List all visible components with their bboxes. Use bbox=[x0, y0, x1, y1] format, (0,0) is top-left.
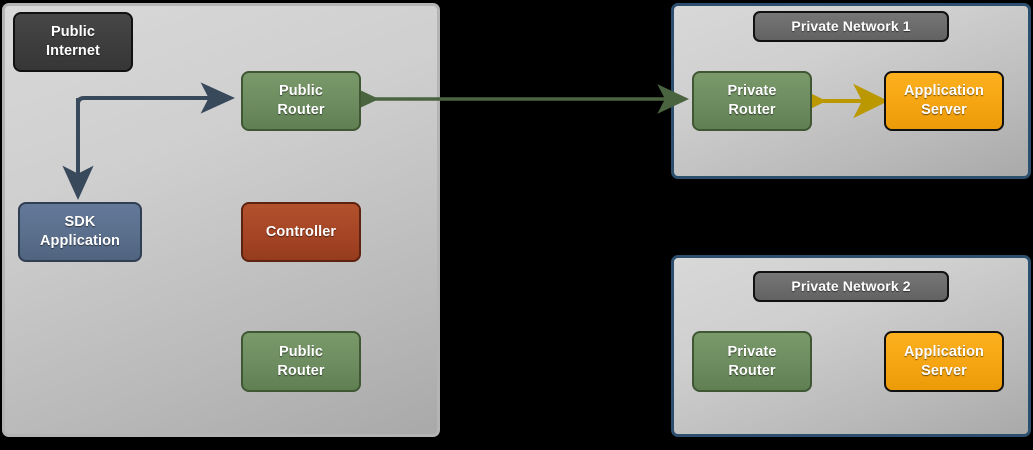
zone-label-private-network-2: Private Network 2 bbox=[753, 271, 949, 302]
node-pn2-private-router-label: Private Router bbox=[727, 343, 777, 379]
node-pn1-private-router[interactable]: Private Router bbox=[692, 71, 812, 131]
node-public-internet[interactable]: Public Internet bbox=[13, 12, 133, 72]
node-public-router-bottom[interactable]: Public Router bbox=[241, 331, 361, 392]
node-sdk-application[interactable]: SDK Application bbox=[18, 202, 142, 262]
node-pn2-application-server-label: Application Server bbox=[903, 343, 985, 379]
node-pn1-application-server[interactable]: Application Server bbox=[884, 71, 1004, 131]
zone-label-private-network-2-text: Private Network 2 bbox=[791, 277, 911, 294]
zone-label-private-network-1-text: Private Network 1 bbox=[791, 17, 911, 34]
node-controller[interactable]: Controller bbox=[241, 202, 361, 262]
zone-label-private-network-1: Private Network 1 bbox=[753, 11, 949, 42]
node-pn2-private-router[interactable]: Private Router bbox=[692, 331, 812, 392]
node-sdk-application-label: SDK Application bbox=[39, 214, 121, 249]
node-public-internet-label: Public Internet bbox=[46, 24, 100, 59]
node-public-router-top-label: Public Router bbox=[277, 83, 325, 118]
node-public-router-bottom-label: Public Router bbox=[277, 343, 325, 379]
node-controller-label: Controller bbox=[265, 223, 337, 240]
node-public-router-top[interactable]: Public Router bbox=[241, 71, 361, 131]
node-pn2-application-server[interactable]: Application Server bbox=[884, 331, 1004, 392]
node-pn1-application-server-label: Application Server bbox=[903, 83, 985, 118]
node-pn1-private-router-label: Private Router bbox=[727, 83, 777, 118]
